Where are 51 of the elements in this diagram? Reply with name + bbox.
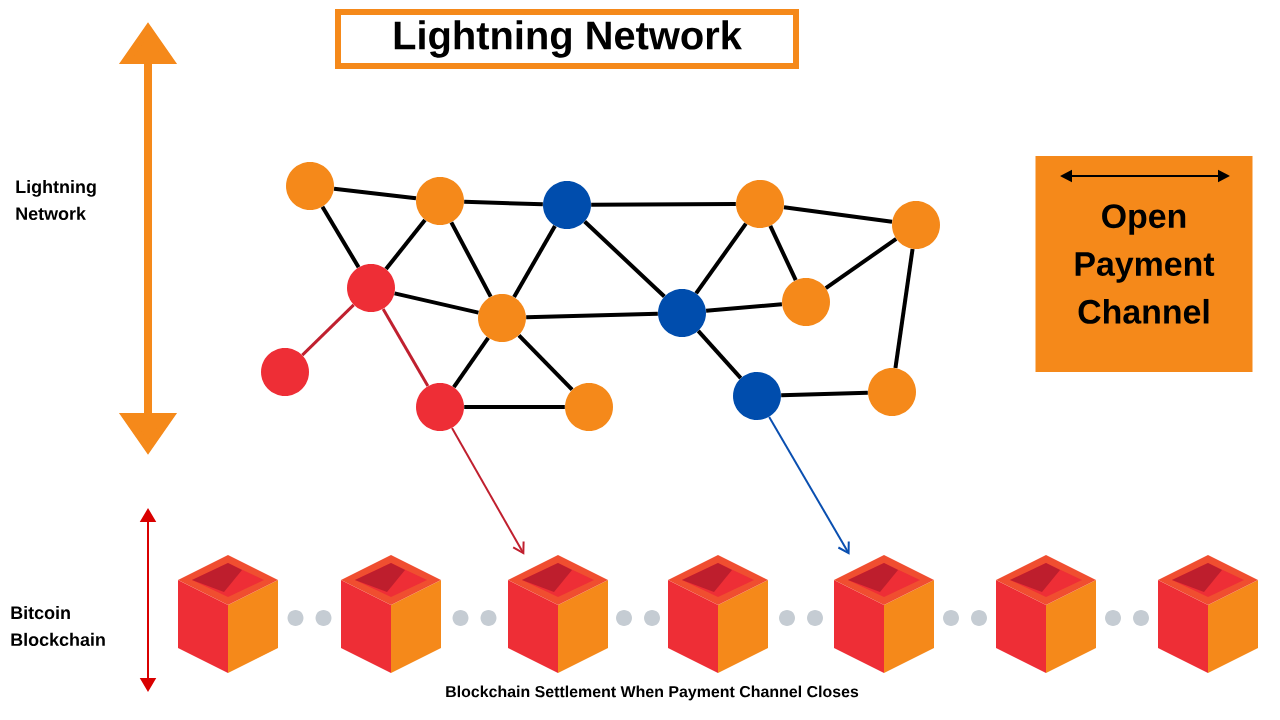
connector xyxy=(464,199,543,207)
connector xyxy=(781,390,868,398)
network-node xyxy=(736,180,784,228)
network-node xyxy=(868,368,916,416)
block-cube xyxy=(834,555,934,673)
connector xyxy=(384,218,427,271)
connector xyxy=(464,405,565,409)
connector xyxy=(768,415,850,555)
connector xyxy=(449,221,493,298)
connector xyxy=(893,248,915,369)
block-cube xyxy=(508,555,608,673)
network-node xyxy=(892,201,940,249)
connector xyxy=(451,427,525,555)
block-cube xyxy=(341,555,441,673)
connector xyxy=(333,186,417,201)
connector xyxy=(512,224,557,298)
block-cube xyxy=(996,555,1096,673)
connector xyxy=(768,225,798,281)
channel-box: Open Payment Channel xyxy=(1035,156,1253,372)
side-label: Lightning Network xyxy=(16,179,96,221)
connector xyxy=(394,291,479,315)
side-label: Bitcoin Blockchain xyxy=(11,605,105,646)
network-node xyxy=(733,372,781,420)
block-cube xyxy=(668,555,768,673)
network-node xyxy=(416,177,464,225)
connector xyxy=(517,333,574,392)
block-cube xyxy=(178,555,278,673)
connector xyxy=(705,302,783,313)
connector xyxy=(694,222,748,295)
network-node xyxy=(543,181,591,229)
network-node xyxy=(347,264,395,312)
connector xyxy=(526,311,658,320)
connector xyxy=(583,220,666,298)
network-node xyxy=(416,383,464,431)
connector xyxy=(301,303,355,357)
connector xyxy=(783,205,893,224)
caption: Blockchain Settlement When Payment Channel Closes xyxy=(446,685,859,701)
connector xyxy=(452,336,490,389)
connector xyxy=(320,205,361,269)
title-box: Lightning Network xyxy=(335,9,799,69)
connector xyxy=(696,329,743,380)
block-cube xyxy=(1158,555,1258,673)
connector xyxy=(591,202,736,207)
network-node xyxy=(478,294,526,342)
network-node xyxy=(782,278,830,326)
connector xyxy=(824,237,898,290)
network-node xyxy=(658,289,706,337)
network-node xyxy=(565,383,613,431)
network-node xyxy=(261,348,309,396)
connector xyxy=(381,308,430,387)
network-node xyxy=(286,162,334,210)
